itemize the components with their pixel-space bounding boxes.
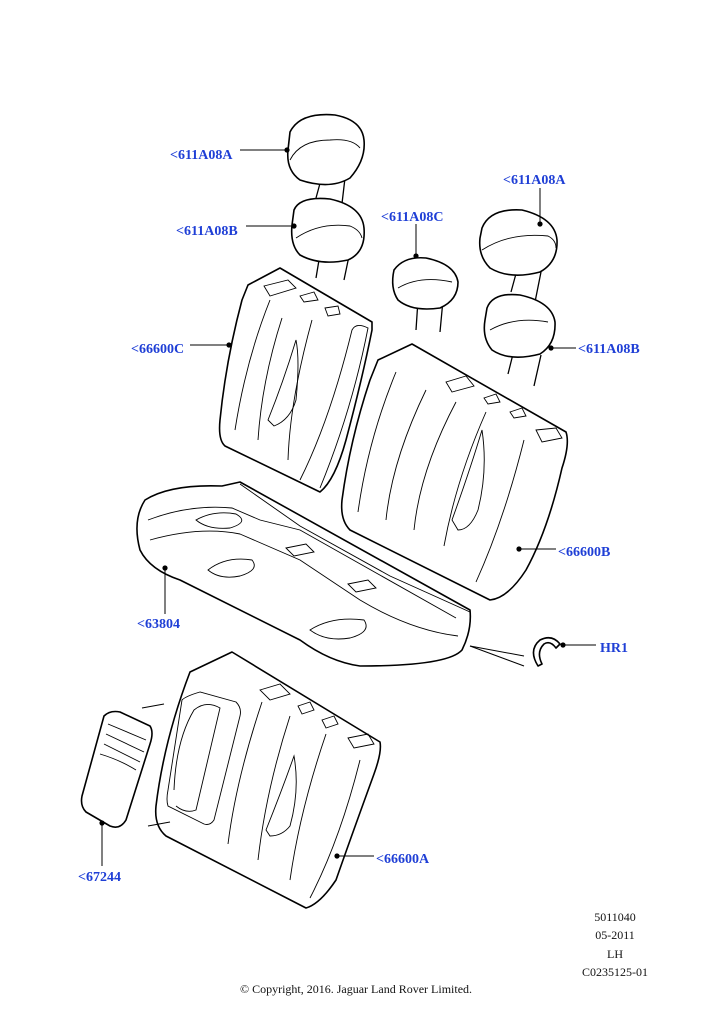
seat-cushion[interactable] — [136, 481, 472, 667]
callout-611a08c[interactable]: <611A08C — [381, 210, 443, 225]
callout-66600c[interactable]: <66600C — [131, 342, 184, 357]
info-line-3: LH — [607, 947, 623, 961]
callout-66600a[interactable]: <66600A — [376, 852, 430, 867]
callout-611a08a-left[interactable]: <611A08A — [170, 148, 233, 163]
callout-611a08a-right[interactable]: <611A08A — [503, 173, 566, 188]
callout-611a08b-right[interactable]: <611A08B — [578, 342, 640, 357]
headrest-top-left[interactable] — [286, 113, 366, 213]
callout-66600b[interactable]: <66600B — [558, 545, 610, 560]
backrest-left[interactable] — [218, 267, 373, 493]
callout-67244[interactable]: <67244 — [78, 870, 121, 885]
info-line-2: 05-2011 — [595, 928, 635, 942]
headrest-low-left[interactable] — [290, 197, 365, 281]
backrest-assembly[interactable] — [154, 651, 382, 909]
info-line-4: C0235125-01 — [582, 965, 648, 979]
callout-63804[interactable]: <63804 — [137, 617, 180, 632]
info-line-1: 5011040 — [594, 910, 636, 924]
headrest-centre[interactable] — [391, 256, 459, 333]
copyright-notice: © Copyright, 2016. Jaguar Land Rover Lim… — [240, 982, 472, 996]
armrest[interactable] — [80, 710, 153, 828]
headrest-low-right[interactable] — [483, 293, 556, 387]
headrest-top-right[interactable] — [478, 209, 558, 303]
hr1-clip[interactable] — [532, 636, 561, 667]
callout-hr1[interactable]: HR1 — [600, 641, 628, 656]
leader-lines — [99, 147, 596, 866]
callout-611a08b-left[interactable]: <611A08B — [176, 224, 238, 239]
backrest-right[interactable] — [340, 343, 569, 601]
